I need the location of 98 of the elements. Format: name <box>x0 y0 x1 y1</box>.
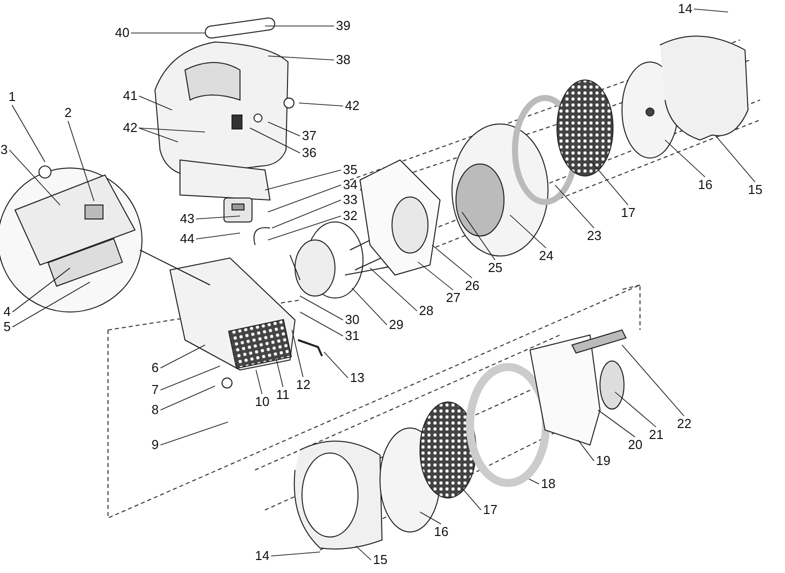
leader-line <box>554 184 594 228</box>
leader-line <box>622 344 684 416</box>
callout-number: 3 <box>0 143 9 157</box>
callout-number: 22 <box>676 417 692 431</box>
callout-number: 36 <box>301 146 318 160</box>
leader-line <box>12 104 46 162</box>
leader-line <box>160 344 206 368</box>
leader-line <box>300 296 344 320</box>
leader-line <box>276 358 284 388</box>
callout-number: 27 <box>445 291 462 305</box>
callout-number: 42 <box>122 121 138 135</box>
leader-line <box>418 262 454 290</box>
callout-number: 10 <box>254 395 270 409</box>
callout-number: 16 <box>433 525 450 539</box>
leader-line <box>160 422 228 446</box>
leader-line <box>138 128 178 142</box>
leader-line <box>356 546 372 560</box>
callout-number: 28 <box>418 304 434 318</box>
leader-line <box>578 440 594 462</box>
callout-number: 21 <box>648 428 664 442</box>
leader-line <box>196 232 240 240</box>
callout-number: 32 <box>342 209 358 223</box>
callout-number: 41 <box>122 89 138 103</box>
leader-line <box>590 160 628 206</box>
callout-number: 7 <box>150 383 160 397</box>
leader-line <box>272 200 342 228</box>
leader-line <box>268 56 334 60</box>
callout-number: 23 <box>586 229 602 243</box>
leader-line <box>598 410 636 438</box>
callout-number: 39 <box>335 19 352 33</box>
callout-number: 19 <box>595 454 612 468</box>
leader-line <box>510 214 546 248</box>
callout-number: 1 <box>8 90 17 104</box>
callout-number: 40 <box>114 26 130 40</box>
leader-line <box>270 552 320 556</box>
callout-number: 43 <box>179 212 196 226</box>
callout-number: 14 <box>677 2 694 16</box>
callout-number: 30 <box>344 313 360 327</box>
leader-line <box>370 268 418 312</box>
callout-number: 12 <box>295 378 312 392</box>
leader-line <box>462 212 496 260</box>
leader-line <box>268 216 342 240</box>
callout-number: 5 <box>2 320 12 334</box>
callout-number: 42 <box>344 99 360 113</box>
leader-line <box>138 96 172 110</box>
callout-number: 6 <box>150 361 160 375</box>
leader-line <box>694 8 728 12</box>
leader-line <box>462 488 482 510</box>
callout-number: 20 <box>627 438 644 452</box>
leader-line <box>268 184 342 212</box>
leader-line <box>68 120 94 202</box>
leader-line <box>528 478 540 484</box>
leader-line <box>352 288 388 326</box>
leader-line <box>160 366 220 390</box>
callout-number: 17 <box>482 503 498 517</box>
leader-line <box>264 170 342 190</box>
callout-number: 2 <box>64 106 73 120</box>
callout-number: 8 <box>150 403 160 417</box>
leader-line <box>196 216 240 220</box>
callout-number: 35 <box>342 163 358 177</box>
callout-number: 37 <box>301 129 318 143</box>
callout-number: 9 <box>150 438 160 452</box>
leader-line <box>138 128 206 132</box>
callout-number: 38 <box>335 53 352 67</box>
callout-number: 11 <box>275 388 290 402</box>
callout-number: 14 <box>254 549 270 563</box>
leader-line <box>324 352 348 378</box>
leader-line <box>420 512 442 524</box>
leader-line <box>12 282 90 328</box>
callout-number: 16 <box>697 178 714 192</box>
callout-number: 31 <box>344 329 360 343</box>
callout-number: 15 <box>372 553 388 567</box>
leader-line <box>268 122 300 136</box>
callout-number: 29 <box>388 318 404 332</box>
callout-number: 4 <box>2 305 12 319</box>
callout-number: 17 <box>620 206 636 220</box>
leader-line <box>9 150 60 206</box>
leader-line <box>160 386 216 410</box>
leader-line <box>432 244 472 278</box>
callout-number: 25 <box>487 261 504 275</box>
leader-line <box>664 140 706 178</box>
callout-number: 34 <box>342 178 358 192</box>
callout-number: 44 <box>179 232 196 246</box>
leader-line <box>714 134 756 182</box>
leader-line <box>300 312 344 336</box>
callout-number: 15 <box>747 183 764 197</box>
callout-number: 18 <box>540 477 556 491</box>
leader-line <box>12 268 70 312</box>
callout-number: 26 <box>464 279 480 293</box>
leader-line <box>256 370 262 394</box>
callout-number: 24 <box>538 249 554 263</box>
leader-line <box>298 102 344 106</box>
leader-line <box>130 32 206 34</box>
leader-line <box>250 128 300 154</box>
callout-number: 13 <box>349 371 366 385</box>
leader-line <box>614 392 656 428</box>
leader-line <box>292 330 304 378</box>
callout-number: 33 <box>342 193 358 207</box>
